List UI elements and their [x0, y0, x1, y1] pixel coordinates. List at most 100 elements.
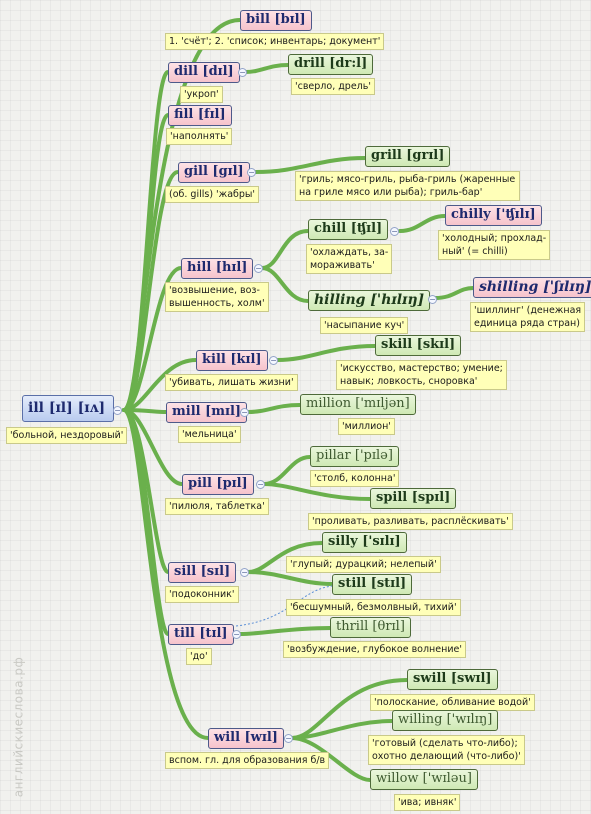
- note-skill-line-2: навык; ловкость, сноровка': [340, 376, 478, 387]
- watermark: английскиеслова.рф: [11, 656, 26, 798]
- note-sill: 'подоконник': [165, 586, 239, 603]
- node-willing[interactable]: willing ['wɪlɪŋ]: [392, 710, 499, 731]
- node-chill[interactable]: chill [ʧɪl]: [308, 219, 389, 240]
- note-pillar: 'столб, колонна': [310, 470, 400, 487]
- note-ill: 'больной, нездоровый': [6, 427, 128, 444]
- note-silly: 'глупый; дурацкий; нелепый': [286, 556, 441, 573]
- note-willing-line-1: 'готовый (сделать что-либо);: [372, 738, 518, 749]
- node-skill[interactable]: skill [skɪl]: [375, 335, 462, 356]
- collapse-toggle-ill[interactable]: −: [113, 406, 122, 415]
- note-dill: 'укроп': [180, 86, 223, 103]
- note-chilly: 'холодный; прохлад- ный' (= chilli): [438, 230, 551, 260]
- note-will: вспом. гл. для образования б/в: [165, 752, 330, 769]
- link-chill-chilly: [398, 214, 447, 233]
- collapse-toggle-will[interactable]: −: [284, 734, 293, 743]
- note-gill: (об. gills) 'жабры': [165, 186, 260, 203]
- note-skill-line-1: 'искусство, мастерство; умение;: [340, 363, 503, 374]
- node-hilling[interactable]: hilling ['hɪlɪŋ]: [308, 290, 431, 311]
- node-spill[interactable]: spill [spɪl]: [370, 488, 457, 509]
- note-million: 'миллион': [338, 418, 395, 435]
- collapse-toggle-hilling[interactable]: −: [428, 295, 437, 304]
- link-till-thrill: [238, 626, 332, 636]
- note-swill: 'полоскание, обливание водой': [370, 694, 535, 711]
- note-hill: 'возвышение, воз- вышенность, холм': [165, 282, 269, 312]
- node-bill[interactable]: bill [bɪl]: [240, 10, 312, 31]
- note-kill: 'убивать, лишать жизни': [165, 374, 298, 391]
- note-chill-line-1: 'охлаждать, за-: [310, 247, 389, 258]
- link-will-willow: [290, 736, 372, 782]
- note-chill-line-2: мораживать': [310, 260, 375, 271]
- collapse-toggle-till[interactable]: −: [232, 630, 241, 639]
- note-still: 'бесшумный, безмолвный, тихий': [286, 599, 461, 616]
- node-dill[interactable]: dill [dɪl]: [168, 62, 240, 83]
- link-ill-will: [122, 408, 210, 740]
- note-thrill: 'возбуждение, глубокое волнение': [283, 641, 466, 658]
- note-hilling: 'насыпание куч': [320, 317, 409, 334]
- note-grill-line-2: на гриле мясо или рыба); гриль-бар': [299, 187, 483, 198]
- node-grill[interactable]: grill [grɪl]: [365, 146, 451, 167]
- node-willow[interactable]: willow ['wɪləu]: [370, 769, 478, 790]
- node-thrill[interactable]: thrill [θrɪl]: [330, 617, 411, 638]
- note-drill: 'сверло, дрель': [291, 78, 375, 95]
- node-shilling[interactable]: shilling ['ʃɪlɪŋ]: [473, 277, 591, 298]
- node-ill[interactable]: ill [ɪl] [ɪʌ]: [22, 395, 114, 422]
- note-hill-line-1: 'возвышение, воз-: [169, 285, 260, 296]
- note-willow: 'ива; ивняк': [394, 794, 461, 811]
- note-shilling: 'шиллинг' (денежная единица ряда стран): [470, 302, 586, 332]
- note-mill: 'мельница': [178, 426, 241, 443]
- note-bill: 1. 'счёт'; 2. 'список; инвентарь; докуме…: [165, 33, 385, 50]
- node-pill[interactable]: pill [pɪl]: [182, 474, 254, 495]
- note-grill: 'гриль; мясо-гриль, рыба-гриль (жаренные…: [295, 171, 520, 201]
- note-spill: 'проливать, разливать, расплёскивать': [308, 513, 513, 530]
- node-pillar[interactable]: pillar ['pɪlə]: [310, 446, 399, 467]
- link-hill-hilling: [260, 266, 310, 303]
- collapse-toggle-hill[interactable]: −: [254, 264, 263, 273]
- link-mill-million: [246, 403, 302, 414]
- node-chilly[interactable]: chilly ['ʧɪlɪ]: [445, 205, 542, 226]
- collapse-toggle-chill[interactable]: −: [390, 227, 399, 236]
- node-till[interactable]: till [tɪl]: [168, 624, 234, 645]
- node-hill[interactable]: hill [hɪl]: [181, 258, 254, 279]
- node-drill[interactable]: drill [dr:l]: [288, 54, 374, 75]
- node-gill[interactable]: gill [gɪl]: [178, 162, 250, 183]
- collapse-toggle-sill[interactable]: −: [240, 568, 249, 577]
- note-pill: 'пилюля, таблетка': [165, 498, 269, 515]
- note-till: 'до': [186, 648, 212, 665]
- collapse-toggle-kill[interactable]: −: [269, 356, 278, 365]
- note-willing: 'готовый (сделать что-либо); охотно дела…: [368, 735, 525, 765]
- note-grill-line-1: 'гриль; мясо-гриль, рыба-гриль (жаренные: [299, 174, 516, 185]
- note-chilly-line-1: 'холодный; прохлад-: [442, 233, 547, 244]
- node-fill[interactable]: fill [fɪl]: [168, 105, 232, 126]
- note-shilling-line-2: единица ряда стран): [474, 318, 580, 329]
- node-million[interactable]: million ['mɪljən]: [300, 394, 416, 415]
- node-silly[interactable]: silly ['sɪlɪ]: [322, 532, 407, 553]
- node-mill[interactable]: mill [mɪl]: [166, 402, 248, 423]
- note-chill: 'охлаждать, за- мораживать': [306, 244, 393, 274]
- note-chilly-line-2: ный' (= chilli): [442, 246, 508, 257]
- note-shilling-line-1: 'шиллинг' (денежная: [474, 305, 582, 316]
- link-sill-still: [246, 570, 334, 586]
- collapse-toggle-mill[interactable]: −: [240, 408, 249, 417]
- collapse-toggle-gill[interactable]: −: [247, 168, 256, 177]
- link-pill-pillar: [262, 455, 312, 486]
- note-skill: 'искусство, мастерство; умение; навык; л…: [336, 360, 507, 390]
- node-will[interactable]: will [wɪl]: [208, 728, 284, 749]
- note-willing-line-2: охотно делающий (что-либо)': [372, 751, 521, 762]
- node-sill[interactable]: sill [sɪl]: [168, 562, 237, 583]
- link-ill-gill: [122, 170, 180, 412]
- collapse-toggle-pill[interactable]: −: [256, 480, 265, 489]
- link-ill-hill: [122, 266, 183, 412]
- link-pill-spill: [262, 482, 372, 501]
- node-kill[interactable]: kill [kɪl]: [196, 350, 268, 371]
- link-kill-skill: [276, 344, 377, 362]
- link-hill-chill: [260, 229, 310, 270]
- note-fill: 'наполнять': [166, 128, 233, 145]
- link-hilling-shilling: [433, 286, 475, 300]
- note-hill-line-2: вышенность, холм': [169, 298, 265, 309]
- collapse-toggle-dill[interactable]: −: [238, 68, 247, 77]
- link-dill-drill: [243, 63, 290, 74]
- link-gill-grill: [254, 156, 367, 174]
- node-swill[interactable]: swill [swɪl]: [407, 669, 498, 690]
- node-still[interactable]: still [stɪl]: [332, 574, 413, 595]
